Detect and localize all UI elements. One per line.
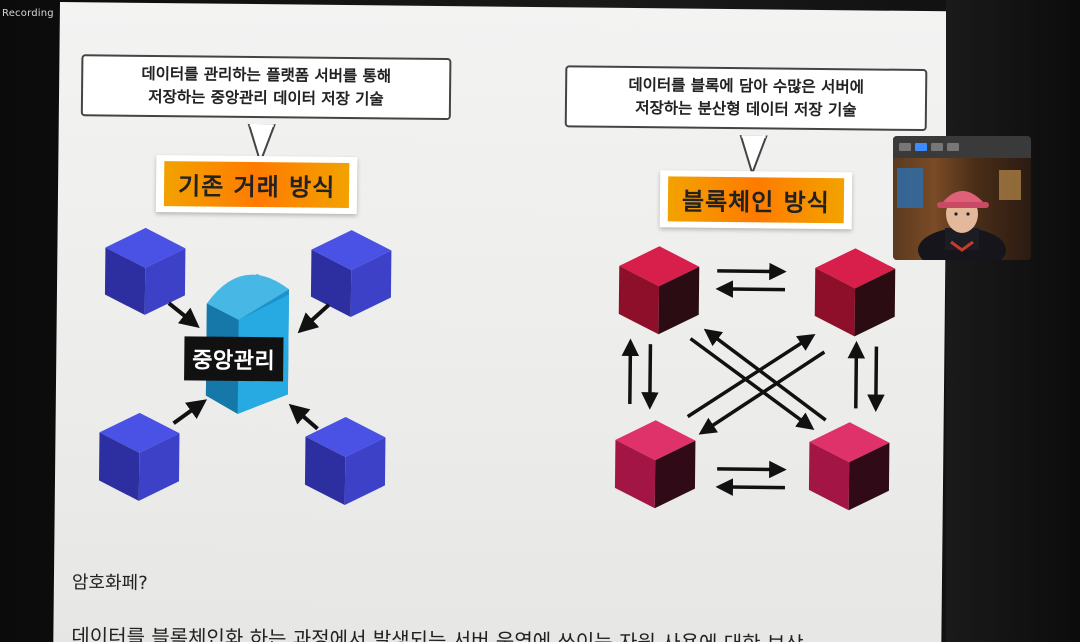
right-callout-tail: [739, 135, 769, 176]
red-cube-top-right: [814, 248, 896, 337]
red-cube-bottom-right: [808, 422, 890, 511]
speaker-view-icon[interactable]: [915, 143, 927, 151]
arrow-br-to-center: [288, 403, 319, 431]
red-cube-top-left: [618, 246, 700, 335]
arrow-right-down: [867, 346, 885, 413]
presentation-slide: 데이터를 관리하는 플랫폼 서버를 통해 저장하는 중앙관리 데이터 저장 기술…: [53, 2, 948, 642]
arrow-bl-to-center: [172, 399, 208, 425]
video-call-toolbar: [893, 136, 1031, 158]
monitor-bezel: [946, 0, 1080, 642]
minimize-icon[interactable]: [899, 143, 911, 151]
arrow-top-left: [715, 280, 786, 298]
blue-cube-bottom-left: [98, 412, 180, 501]
arrow-diag-tr-bl: [698, 350, 826, 435]
arrow-tr-to-center: [297, 303, 331, 334]
gallery-view-icon[interactable]: [947, 143, 959, 151]
blue-cube-top-left: [104, 227, 186, 315]
red-cube-bottom-left: [614, 420, 696, 509]
video-call-window[interactable]: [893, 136, 1031, 260]
participant-video: [893, 158, 1031, 260]
arrow-left-down: [641, 344, 659, 410]
blue-cube-bottom-right: [304, 417, 386, 506]
arrow-bottom-right: [717, 460, 787, 479]
question-heading: 암호화페?: [71, 572, 148, 594]
arrow-left-up: [621, 338, 640, 405]
recording-indicator: Recording: [2, 8, 54, 19]
arrow-diag-tl-br: [689, 337, 815, 430]
arrow-tl-to-center: [167, 301, 200, 328]
arrow-bottom-left: [715, 478, 785, 496]
left-callout-tail: [247, 123, 277, 165]
arrow-top-right: [717, 262, 787, 281]
diagram-graphics: [98, 227, 896, 511]
strip-view-icon[interactable]: [931, 143, 943, 151]
central-management-label: 중앙관리: [184, 336, 284, 382]
arrow-diag-br-tl: [703, 328, 827, 422]
participant-avatar-icon: [897, 168, 1021, 260]
blue-cube-top-right: [310, 230, 392, 318]
arrow-diag-bl-tr: [686, 333, 816, 419]
arrow-right-up: [847, 340, 866, 409]
